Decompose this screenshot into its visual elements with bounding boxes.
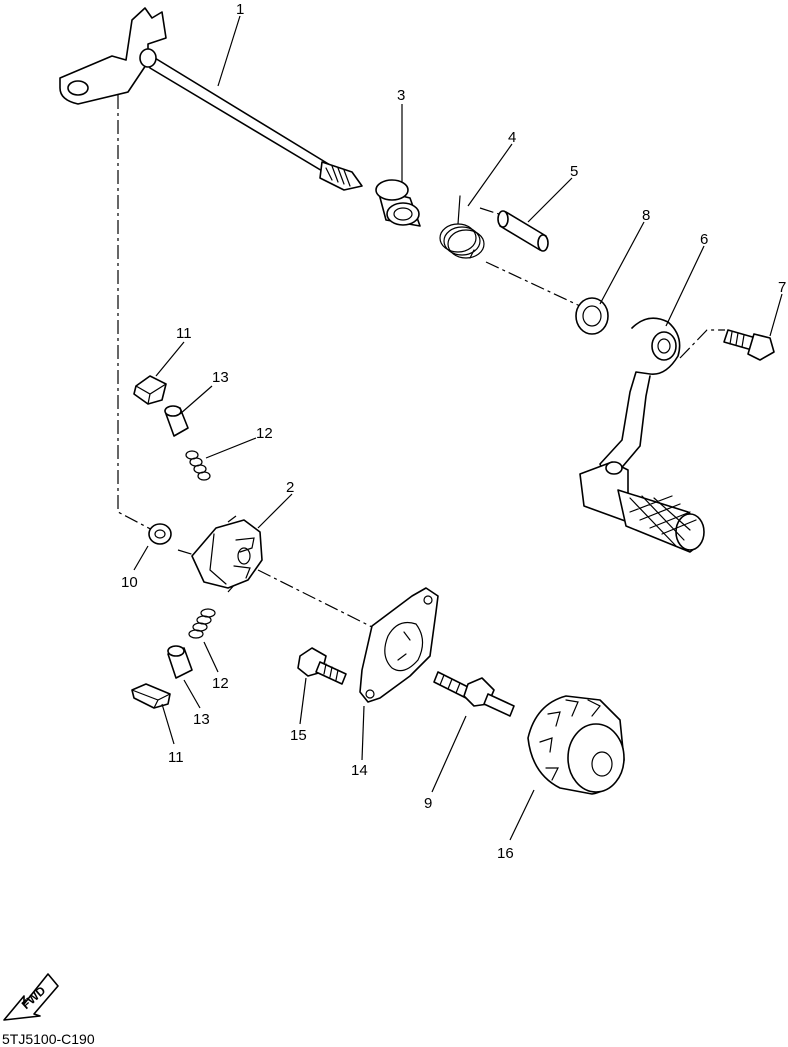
fwd-arrow-icon: FWD xyxy=(3,973,59,1021)
guide-plate-part xyxy=(359,587,439,703)
pawl-lower-part xyxy=(131,683,171,709)
callout-15: 15 xyxy=(290,727,307,744)
shift-pedal-part xyxy=(579,317,705,553)
torsion-spring-part xyxy=(439,195,485,259)
pedal-bolt-part xyxy=(723,329,775,361)
stud-bolt-part xyxy=(433,671,515,717)
segment-part xyxy=(527,695,625,795)
callout-5: 5 xyxy=(570,163,578,180)
oil-seal-part xyxy=(575,297,609,335)
callout-14: 14 xyxy=(351,762,368,779)
pin-upper-part xyxy=(164,405,189,437)
shift-lever-part xyxy=(191,519,263,589)
callout-13-lower: 13 xyxy=(193,711,210,728)
drawing-code: 5TJ5100-C190 xyxy=(2,1031,95,1047)
callout-10: 10 xyxy=(121,574,138,591)
callout-6: 6 xyxy=(700,231,708,248)
callout-8: 8 xyxy=(642,207,650,224)
shift-shaft-part xyxy=(59,7,363,191)
callout-1: 1 xyxy=(236,1,244,18)
callout-13-upper: 13 xyxy=(212,369,229,386)
washer-part xyxy=(148,523,172,545)
callout-4: 4 xyxy=(508,129,516,146)
collar-part xyxy=(375,179,421,227)
spring-upper-part xyxy=(185,450,211,481)
callout-3: 3 xyxy=(397,87,405,104)
callout-16: 16 xyxy=(497,845,514,862)
callout-9: 9 xyxy=(424,795,432,812)
pin-lower-part xyxy=(167,645,193,679)
leader-lines xyxy=(133,15,783,841)
pin-part xyxy=(497,210,549,252)
pawl-upper-part xyxy=(133,375,167,405)
callout-11-upper: 11 xyxy=(176,325,192,342)
callout-12-lower: 12 xyxy=(212,675,229,692)
plate-bolt-part xyxy=(297,647,347,685)
callout-12-upper: 12 xyxy=(256,425,273,442)
callout-7: 7 xyxy=(778,279,786,296)
assembly-lines xyxy=(117,95,725,628)
callout-2: 2 xyxy=(286,479,294,496)
callout-11-lower: 11 xyxy=(168,749,184,766)
spring-lower-part xyxy=(188,608,216,639)
callouts: 1 3 4 5 8 6 7 11 13 12 2 10 12 13 11 15 … xyxy=(121,1,786,862)
